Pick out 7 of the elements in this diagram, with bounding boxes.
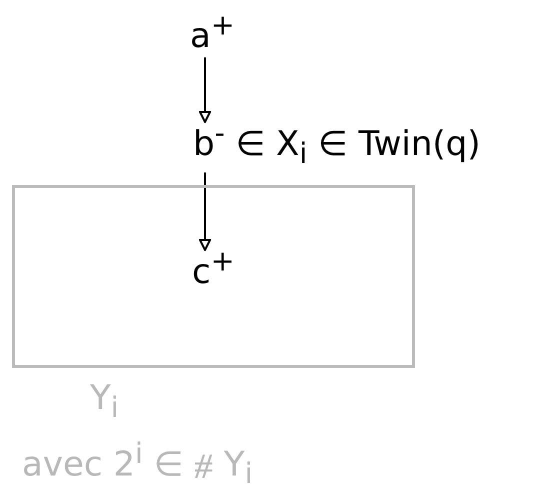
region-label: Y$_{i}$ <box>90 381 119 422</box>
note-text: avec 2$^{i}$ ∈ ⧣ Y$_{i}$ <box>22 440 253 485</box>
term-label: a$^{+}$ <box>190 12 235 54</box>
term-label: b$^{-}$ ∈ X$_{i}$ ∈ Twin(q) <box>193 120 481 168</box>
term-label: c$^{+}$ <box>192 248 234 290</box>
arrow <box>199 57 211 123</box>
arrow <box>199 172 211 251</box>
